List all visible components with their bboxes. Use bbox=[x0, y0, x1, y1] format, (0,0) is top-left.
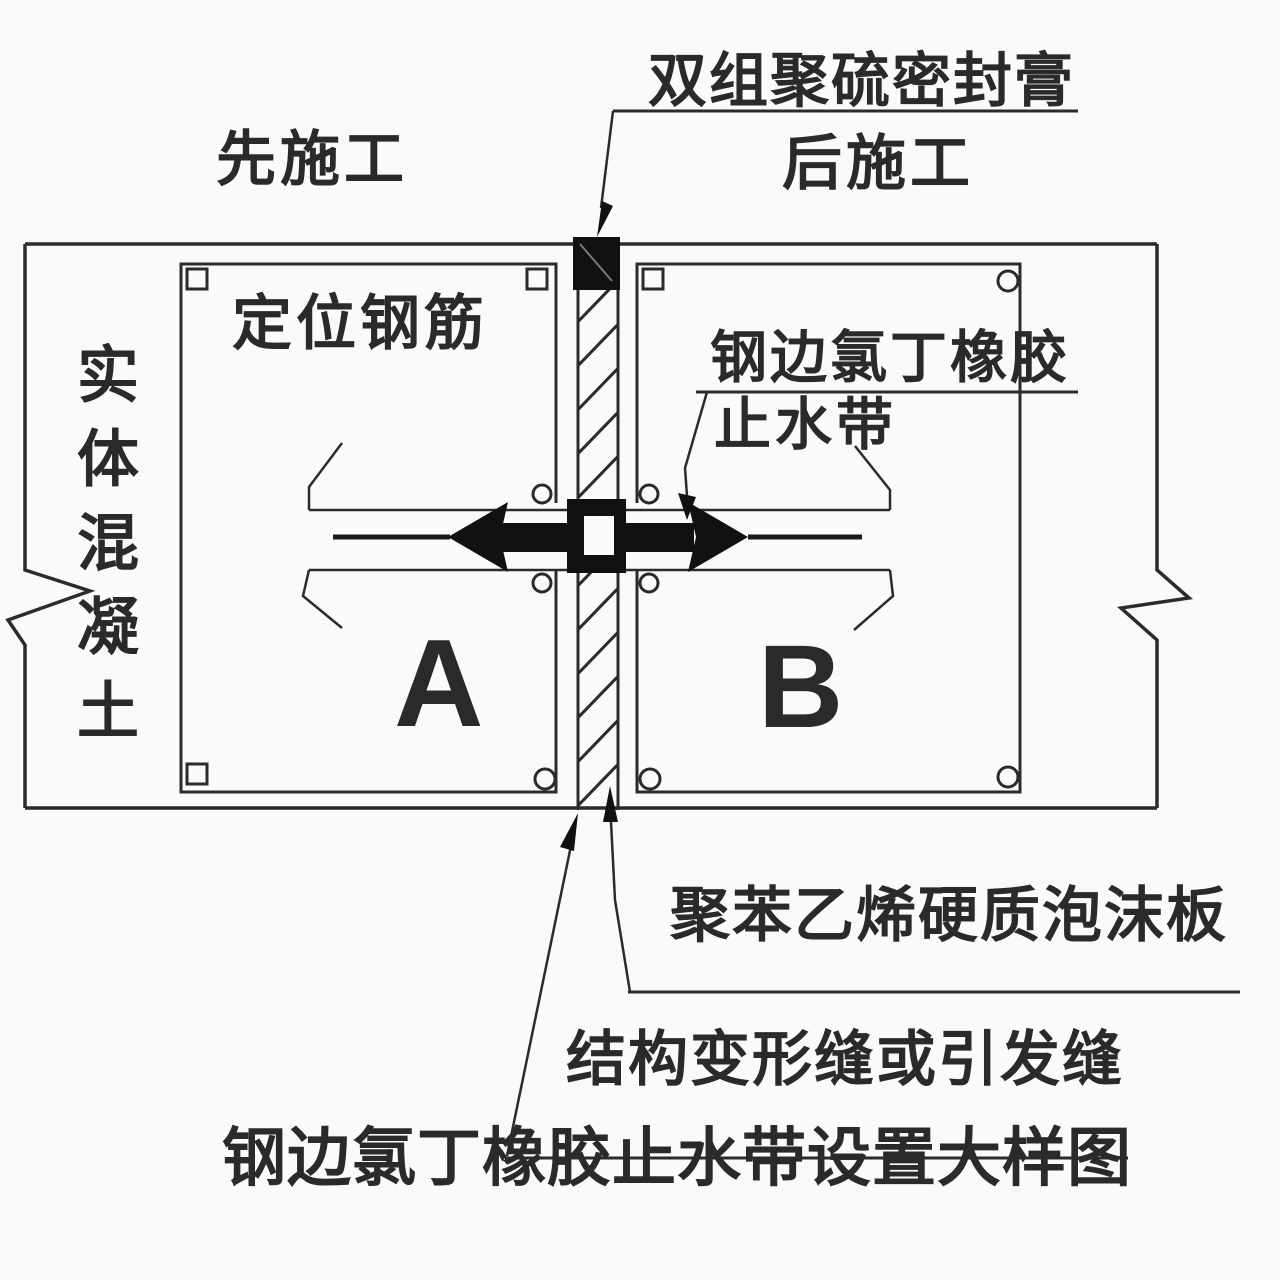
waterstop-left-anchor-arrow bbox=[448, 502, 508, 572]
foam-board-label: 聚苯乙烯硬质泡沫板 bbox=[670, 882, 1228, 949]
waterstop-label-line2: 止水带 bbox=[714, 393, 897, 457]
zone-b-label: B bbox=[758, 621, 844, 753]
waterstop-center-hole bbox=[584, 516, 614, 555]
waterstop-leader-line bbox=[683, 391, 709, 497]
rebar-hook-icon bbox=[531, 572, 553, 594]
zone-a-label: A bbox=[394, 615, 484, 753]
rebar-marker-icon bbox=[641, 267, 665, 291]
outer-box-left-edge-break-mark bbox=[5, 244, 96, 808]
deformation-joint-label: 结构变形缝或引发缝 bbox=[566, 1026, 1124, 1093]
outer-box-right-edge-break-mark bbox=[1117, 244, 1194, 808]
rebar-marker-icon bbox=[525, 267, 549, 291]
drawing-title: 钢边氯丁橡胶止水带设置大样图 bbox=[222, 1122, 1132, 1194]
rebar-hook-icon bbox=[996, 765, 1020, 789]
waterstop-right-anchor-arrow bbox=[688, 502, 748, 572]
rebar-hook-icon bbox=[638, 767, 662, 791]
rebar-marker-icon bbox=[185, 762, 209, 786]
waterstop-label-line1: 钢边氯丁橡胶 bbox=[710, 326, 1070, 390]
construct-first-label: 先施工 bbox=[216, 126, 408, 193]
waterstop-band bbox=[333, 499, 862, 573]
rebar-hook-icon bbox=[638, 483, 660, 505]
rebar-hook-icon bbox=[531, 483, 553, 505]
rebar-hook-icon bbox=[638, 572, 660, 594]
channel-break-hook bbox=[854, 445, 892, 510]
construct-later-label: 后施工 bbox=[782, 130, 974, 197]
rebar-hook-icon bbox=[996, 269, 1020, 293]
channel-break-hook bbox=[307, 442, 343, 510]
rebar-hook-icon bbox=[533, 767, 557, 791]
channel-break-hook bbox=[301, 569, 343, 629]
rebar-marker-icon bbox=[185, 267, 209, 291]
foam-leader-arrowhead-icon bbox=[603, 786, 618, 822]
waterstop-leader-arrowhead-icon bbox=[678, 493, 696, 520]
sealant-leader-line bbox=[599, 110, 615, 209]
channel-break-hook bbox=[853, 569, 895, 631]
joint-leader-line bbox=[505, 835, 575, 1157]
sealant-highlight bbox=[579, 243, 613, 282]
foam-leader-line bbox=[609, 821, 632, 993]
sealant-leader-arrowhead-icon bbox=[597, 201, 613, 237]
waterstop-body-left bbox=[498, 523, 574, 552]
sealant-label: 双组聚硫密封膏 bbox=[648, 48, 1076, 114]
solid-concrete-label: 实体混凝土 bbox=[67, 342, 136, 762]
joint-leader-arrowhead-icon bbox=[560, 813, 578, 851]
positioning-rebar-label: 定位钢筋 bbox=[232, 290, 488, 357]
waterstop-body-right bbox=[620, 523, 694, 552]
